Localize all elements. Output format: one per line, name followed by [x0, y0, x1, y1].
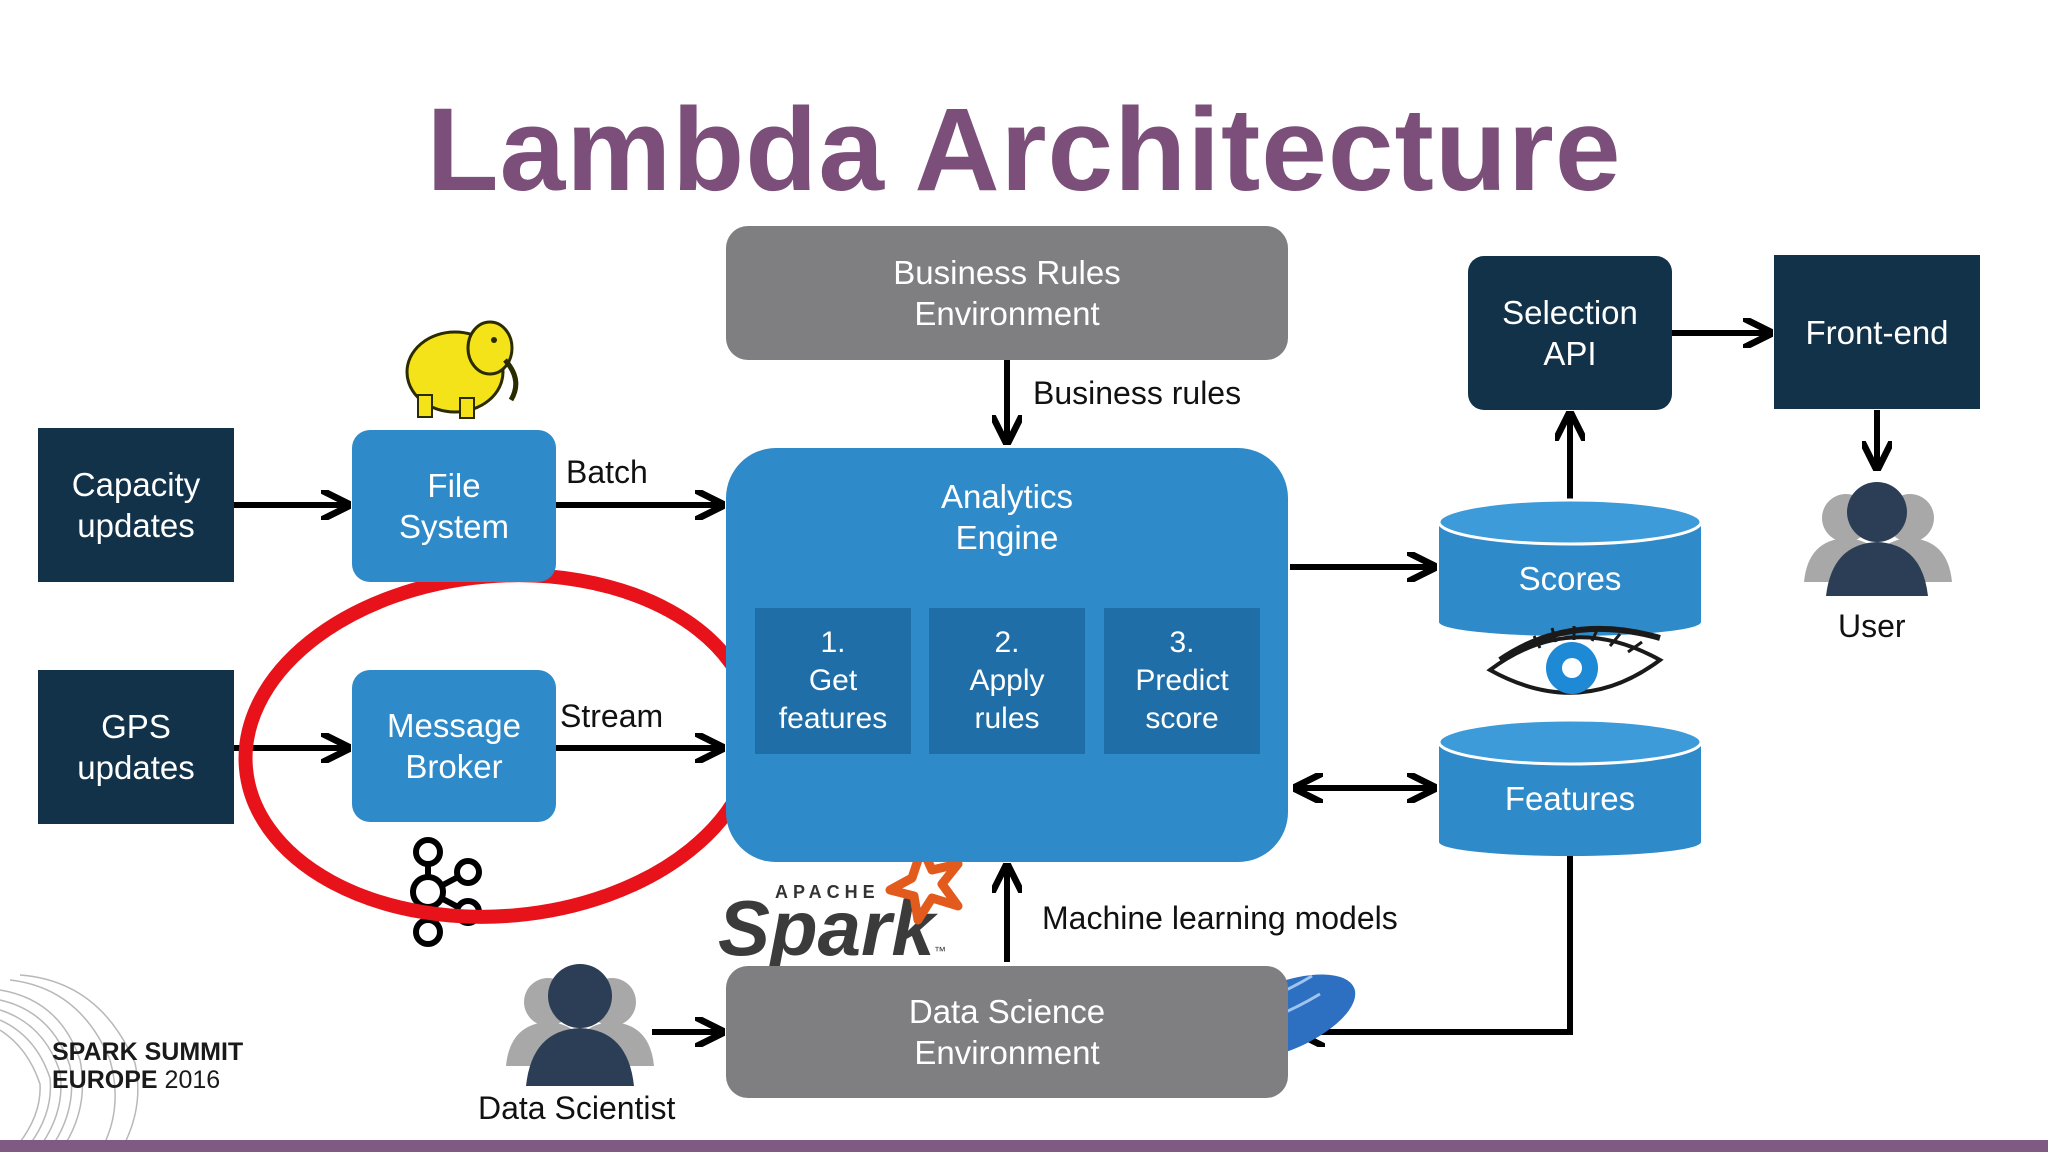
cassandra-eye-icon	[1486, 625, 1664, 695]
message-broker-line1: Message	[387, 707, 521, 744]
message-broker-box: Message Broker	[352, 670, 556, 822]
summit-line1: SPARK SUMMIT	[52, 1038, 244, 1066]
gps-updates-box: GPS updates	[38, 670, 234, 824]
gps-updates-line1: GPS	[101, 708, 171, 745]
kafka-icon	[410, 837, 482, 947]
features-cylinder	[1437, 718, 1703, 856]
spark-apache-text: APACHE	[775, 882, 880, 902]
features-label: Features	[1504, 780, 1636, 817]
step-get-features: 1. Get features	[755, 608, 911, 754]
scores-label: Scores	[1518, 560, 1622, 597]
message-broker-line2: Broker	[405, 748, 503, 785]
user-icon	[1804, 482, 1952, 596]
summit-line2-wrap: EUROPE 2016	[52, 1066, 243, 1094]
selection-api-box: Selection API	[1468, 256, 1672, 410]
step-1-line2: features	[778, 702, 888, 735]
summit-year: 2016	[164, 1066, 221, 1094]
spark-wordmark: Spark	[718, 884, 938, 972]
step-3-number: 3.	[1169, 626, 1195, 659]
spark-summit-logo-swirl	[0, 974, 139, 1152]
front-end-box: Front-end	[1774, 255, 1980, 409]
step-1-number: 1.	[820, 626, 846, 659]
step-2-line1: Apply	[969, 664, 1045, 697]
step-2-number: 2.	[994, 626, 1020, 659]
data-scientist-icon	[506, 964, 654, 1086]
step-2-line2: rules	[974, 702, 1040, 735]
step-apply-rules: 2. Apply rules	[929, 608, 1085, 754]
spark-tm: ™	[934, 944, 946, 958]
capacity-updates-line1: Capacity	[71, 466, 201, 503]
business-rules-env-line1: Business Rules	[893, 254, 1121, 291]
file-system-box: File System	[352, 430, 556, 582]
ml-models-label: Machine learning models	[1042, 900, 1398, 936]
spark-star-icon	[885, 843, 963, 925]
business-rules-env-line2: Environment	[914, 295, 1100, 332]
front-end-label: Front-end	[1805, 313, 1949, 351]
stream-label: Stream	[560, 698, 664, 734]
business-rules-environment-box: Business Rules Environment	[726, 226, 1288, 360]
summit-line2: EUROPE	[52, 1066, 158, 1094]
business-rules-label: Business rules	[1033, 375, 1242, 411]
user-label: User	[1838, 608, 1906, 644]
analytics-engine-line1: Analytics	[940, 478, 1074, 515]
data-science-env-line2: Environment	[914, 1034, 1100, 1071]
gps-updates-line2: updates	[77, 749, 195, 786]
capacity-updates-box: Capacity updates	[38, 428, 234, 582]
step-1-line1: Get	[808, 664, 858, 697]
selection-api-line2: API	[1543, 335, 1597, 372]
data-science-environment-box: Data Science Environment	[726, 966, 1288, 1098]
batch-label: Batch	[566, 454, 648, 490]
footer-bar	[0, 1140, 2048, 1152]
step-3-line1: Predict	[1135, 664, 1229, 697]
analytics-engine-line2: Engine	[955, 519, 1059, 556]
hadoop-elephant-icon	[405, 320, 519, 419]
step-3-line2: score	[1145, 702, 1219, 735]
selection-api-line1: Selection	[1502, 294, 1638, 331]
scores-cylinder	[1437, 498, 1703, 636]
spark-logo: APACHE Spark ™	[718, 843, 963, 972]
capacity-updates-line2: updates	[77, 507, 195, 544]
step-predict-score: 3. Predict score	[1104, 608, 1260, 754]
data-science-env-line1: Data Science	[908, 993, 1106, 1030]
data-scientist-label: Data Scientist	[478, 1090, 676, 1126]
spark-summit-europe-logo: SPARK SUMMIT EUROPE 2016	[52, 1038, 243, 1094]
arrow-features-to-ds-env	[1298, 852, 1573, 1032]
file-system-line1: File	[427, 467, 481, 504]
page-title: Lambda Architecture	[426, 84, 1622, 216]
file-system-line2: System	[398, 508, 510, 545]
